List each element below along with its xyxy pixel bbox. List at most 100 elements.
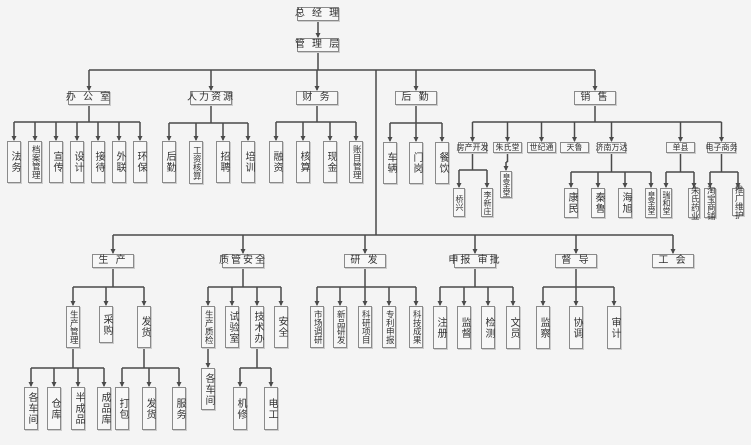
node-approval-child[interactable]: 监督 [457, 306, 471, 349]
node-sales-child[interactable]: 世纪通 [527, 142, 556, 153]
node-shanxian-child[interactable]: 朱氏药业 [688, 186, 700, 220]
node-shipping-child[interactable]: 打包 [115, 387, 129, 430]
node-ecommerce-child[interactable]: 推广维护 [732, 185, 744, 219]
node-hr-child[interactable]: 培训 [241, 141, 255, 183]
node-office-child[interactable]: 接待 [91, 141, 105, 183]
node-shipping-child[interactable]: 服务 [172, 387, 186, 430]
node-sales-child[interactable]: 单县 [666, 142, 695, 153]
node-production-child[interactable]: 发货 [137, 306, 151, 348]
node-approval-child[interactable]: 检测 [481, 306, 495, 349]
arrow-head [229, 301, 235, 306]
node-approval-child[interactable]: 注册 [433, 306, 447, 349]
node-union[interactable]: 工 会 [652, 254, 694, 268]
node-tech-child[interactable]: 机修 [233, 387, 247, 430]
node-logistics-child[interactable]: 餐饮 [435, 142, 449, 184]
node-logistics[interactable]: 后 勤 [395, 91, 437, 105]
arrow-head [387, 137, 393, 142]
node-sales-child[interactable]: 天鲁 [560, 142, 589, 153]
node-sales-child[interactable]: 电子商务 [705, 142, 738, 153]
arrow-head [510, 301, 516, 306]
node-sales[interactable]: 销 售 [574, 91, 616, 105]
node-office-child[interactable]: 宣传 [49, 141, 63, 183]
node-wanda-child[interactable]: 康民 [564, 188, 578, 218]
node-finance-child[interactable]: 账目管理 [349, 141, 363, 183]
node-rnd[interactable]: 研 发 [344, 254, 386, 268]
arrow-head [278, 301, 284, 306]
node-hr-child[interactable]: 招聘 [216, 141, 230, 183]
node-finance-child[interactable]: 现金 [323, 141, 337, 183]
node-hr-child[interactable]: 工资核算 [189, 141, 203, 184]
node-logistics-child[interactable]: 门岗 [409, 142, 423, 184]
arrow-head [116, 136, 122, 141]
node-office-child[interactable]: 环保 [133, 141, 147, 183]
node-approval-child[interactable]: 文员 [506, 306, 520, 349]
node-production-management-child[interactable]: 半成品 [71, 387, 85, 430]
arrow-head [28, 382, 34, 387]
node-sales-child[interactable]: 朱氏堂 [493, 142, 522, 153]
node-office-child[interactable]: 法务 [7, 141, 21, 183]
node-quality[interactable]: 质管安全 [219, 254, 267, 268]
node-production-management-child[interactable]: 仓库 [47, 387, 61, 430]
node-rnd-child[interactable]: 科技成果 [409, 306, 423, 348]
node-hr[interactable]: 人力资源 [187, 91, 235, 105]
node-shanxian-child[interactable]: 瑞和堂 [660, 188, 672, 218]
arrow-head [11, 136, 17, 141]
node-zhushitang-child[interactable]: 皇圣堂 [500, 171, 512, 198]
arrow-head [622, 183, 628, 188]
node-wanda-child[interactable]: 海旭 [618, 188, 632, 218]
arrow-head [353, 136, 359, 141]
node-office[interactable]: 办 公 室 [65, 91, 113, 105]
node-quality-child[interactable]: 技术办 [250, 306, 264, 348]
arrow-head [470, 137, 475, 142]
node-finance-child[interactable]: 融资 [269, 141, 283, 183]
node-rnd-child[interactable]: 新品研发 [333, 306, 347, 348]
arrow-head [205, 301, 211, 306]
node-quality-child[interactable]: 安全 [274, 306, 288, 348]
arrow-head [573, 301, 579, 306]
node-rnd-child[interactable]: 科研项目 [358, 306, 372, 348]
node-quality-child[interactable]: 生产质检 [201, 306, 215, 348]
node-production-child[interactable]: 生产管理 [66, 306, 80, 348]
node-wanda-child[interactable]: 皇圣堂 [645, 188, 657, 218]
arrow-head [314, 301, 320, 306]
node-real-estate-child[interactable]: 桥兴 [453, 188, 465, 217]
node-production-management-child[interactable]: 各车间 [24, 387, 38, 430]
node-shipping-child[interactable]: 发货 [142, 387, 156, 430]
node-supervision-child[interactable]: 监察 [536, 306, 550, 349]
node-supervision[interactable]: 督 导 [555, 254, 597, 268]
node-management[interactable]: 管 理 层 [294, 38, 342, 52]
node-sales-child[interactable]: 济南万达 [595, 142, 628, 153]
node-office-child[interactable]: 外联 [112, 141, 126, 183]
node-ecommerce-child[interactable]: 淘宝商铺 [704, 186, 716, 220]
node-real-estate-child[interactable]: 李新庄 [481, 188, 493, 217]
arrow-head [456, 183, 462, 188]
node-supervision-child[interactable]: 协调 [569, 306, 583, 349]
node-quality-child[interactable]: 试验室 [225, 306, 239, 348]
node-supervision-child[interactable]: 审计 [607, 306, 621, 349]
arrow-head [707, 183, 713, 188]
node-sales-child[interactable]: 房产开发 [456, 142, 489, 153]
arrow-head [461, 301, 467, 306]
arrow-head [208, 86, 214, 91]
node-tech-child[interactable]: 电工 [264, 387, 278, 430]
arrow-head [472, 249, 478, 254]
arrow-head [254, 301, 260, 306]
node-rnd-child[interactable]: 专利申报 [382, 306, 396, 348]
node-approval[interactable]: 申报 审批 [448, 254, 502, 268]
node-wanda-child[interactable]: 秦鲁 [591, 188, 605, 218]
node-finance-child[interactable]: 核算 [296, 141, 310, 183]
node-finance[interactable]: 财 务 [296, 91, 338, 105]
arrow-head [678, 137, 683, 142]
node-office-child[interactable]: 设计 [70, 141, 84, 183]
node-office-child[interactable]: 档案管理 [28, 141, 42, 183]
node-hr-child[interactable]: 后勤 [162, 141, 176, 183]
node-production-child[interactable]: 采购 [99, 306, 113, 343]
node-logistics-child[interactable]: 车辆 [383, 142, 397, 184]
node-production-management-child[interactable]: 成品库 [97, 387, 111, 430]
node-ceo[interactable]: 总 经 理 [294, 7, 342, 21]
node-rnd-child[interactable]: 市场调研 [310, 306, 324, 348]
arrow-head [119, 382, 125, 387]
node-production[interactable]: 生 产 [92, 254, 134, 268]
node-inspection-child[interactable]: 各车间 [201, 368, 215, 410]
